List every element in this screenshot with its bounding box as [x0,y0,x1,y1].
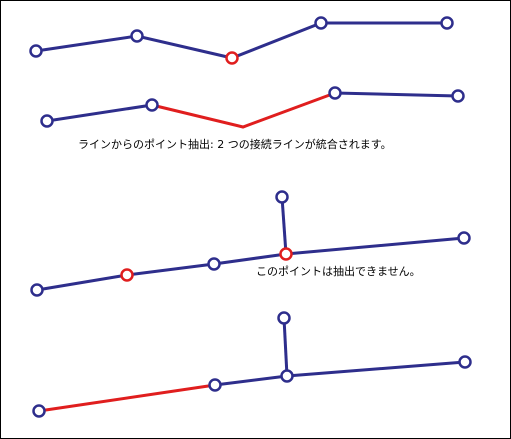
vertex [457,231,471,245]
candidate-point [120,268,134,282]
vertex [458,355,472,369]
vertex [130,29,144,43]
extracted-point [225,51,239,65]
vertex [314,16,328,30]
line-segment [334,91,459,98]
vertex [328,86,342,100]
vertex [440,16,454,30]
line-segment [214,360,466,387]
vertex [207,257,221,271]
vertex [32,404,46,418]
line-segment [46,103,153,123]
junction-point [279,247,293,261]
vertex [275,190,289,204]
vertex [277,311,291,325]
vertex [451,89,465,103]
vertex [30,283,44,297]
example-1-before [29,16,454,65]
caption-merge: ラインからのポイント抽出: 2 つの接続ラインが統合されます。 [78,138,392,151]
vertex [29,44,43,58]
example-2-after [32,311,472,418]
line-branch [280,196,288,255]
line-main [36,236,465,292]
vertex [145,98,159,112]
merged-line [38,383,216,413]
merged-line [151,91,336,129]
caption-no-extract: このポイントは抽出できません。 [256,265,421,278]
line-before [35,21,447,60]
example-1-after [40,86,465,129]
vertex [40,114,54,128]
vertex [208,378,222,392]
example-2-before [30,190,471,297]
line-branch [282,317,289,377]
vertex [280,369,294,383]
